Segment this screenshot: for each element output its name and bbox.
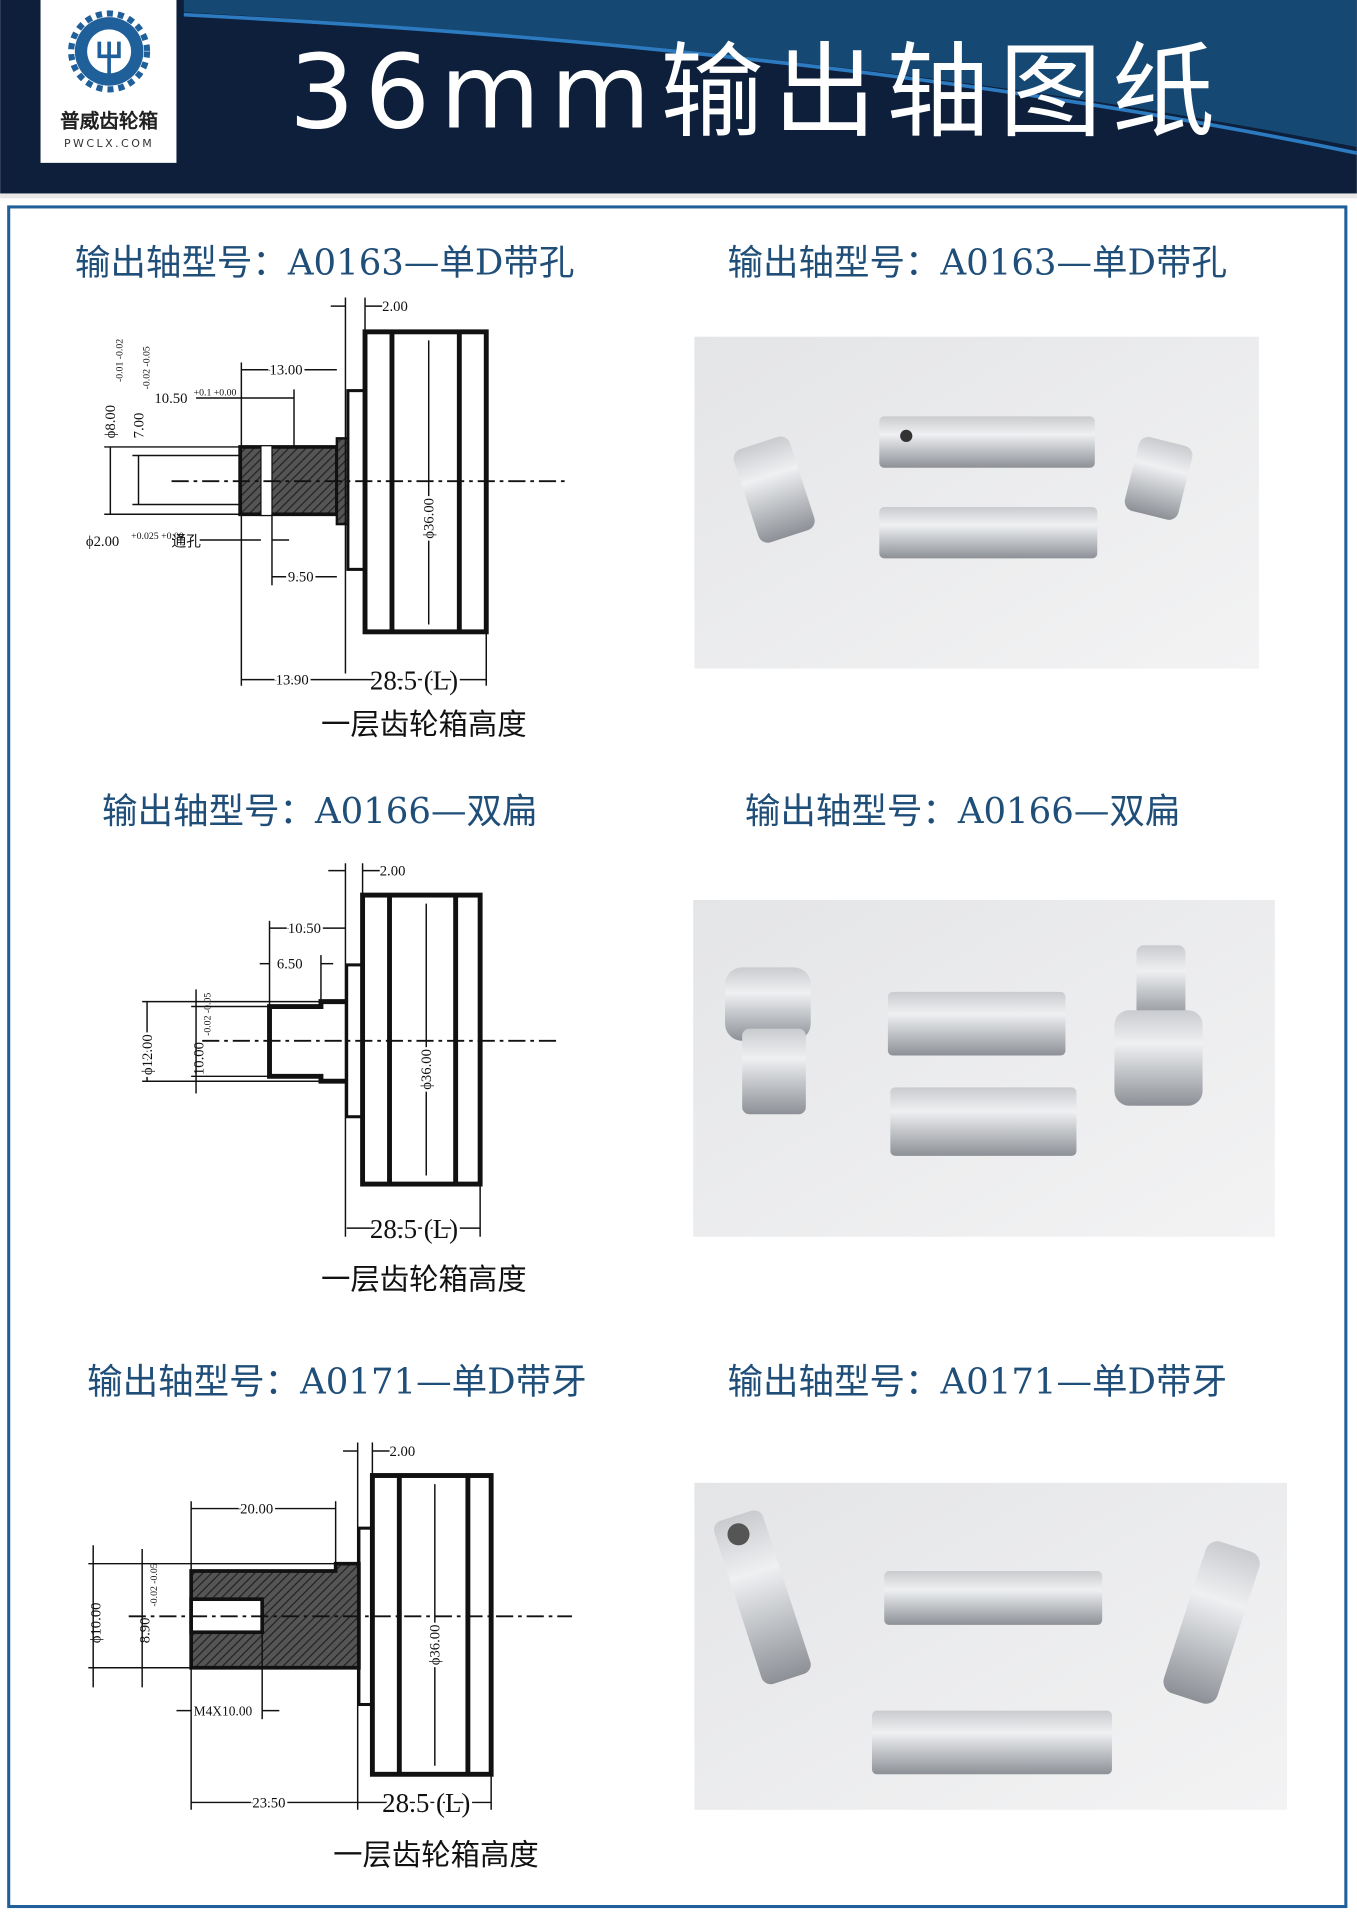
section-3-title-left: 输出轴型号：A0171—单D带牙	[87, 1361, 586, 1402]
section-1-title-right: 输出轴型号：A0163—单D带孔	[728, 242, 1227, 283]
section-3-title-right: 输出轴型号：A0171—单D带牙	[728, 1361, 1227, 1402]
dim-10-50: 10.50	[288, 921, 321, 937]
dim-phi-36: ϕ36.00	[428, 1625, 444, 1666]
dim-length: 28.5 (L)	[382, 1788, 470, 1818]
dim-7-00: 7.00	[131, 413, 147, 439]
caption: 一层齿轮箱高度	[333, 1838, 539, 1872]
drawing-a0163: 2.00 13.00 10.50 +0.1 +0.00 ϕ8.00 -0.01 …	[86, 297, 568, 742]
dim-m4x10: M4X10.00	[194, 1704, 253, 1719]
dim-phi-2-00: ϕ2.00	[86, 534, 119, 550]
through-hole-note: 通孔	[172, 533, 202, 550]
dim-phi-12-00: ϕ12.00	[140, 1034, 156, 1075]
drawing-a0166: ϕ12.00 10.00 -0.02 -0.05 2.00 10.50 6.50…	[138, 863, 560, 1296]
dim-6-50: 6.50	[277, 957, 303, 973]
page-title: 36mm输出轴图纸	[289, 33, 1215, 152]
section-2-title-left: 输出轴型号：A0166—双扁	[102, 791, 537, 832]
photo-a0166	[693, 900, 1275, 1237]
dim-length: 28.5 (L)	[370, 665, 458, 695]
dim-7-00-tol: -0.02 -0.05	[142, 346, 153, 389]
dim-phi-10-00: ϕ10.00	[89, 1602, 105, 1643]
content-frame	[7, 205, 1348, 1909]
dim-10-00: 10.00	[191, 1042, 207, 1075]
photo-a0171	[694, 1482, 1288, 1810]
logo-url: PWCLX.COM	[64, 137, 154, 150]
dim-phi-8-00: ϕ8.00	[103, 405, 119, 438]
dim-20-00: 20.00	[240, 1501, 273, 1517]
dim-8-90: 8.90	[138, 1618, 154, 1644]
dim-phi-36: ϕ36.00	[419, 1049, 435, 1090]
caption: 一层齿轮箱高度	[321, 708, 527, 742]
dim-phi-8-00-tol: -0.01 -0.02	[115, 339, 126, 382]
dim-10-50: 10.50	[154, 391, 187, 407]
drawing-a0171: ϕ10.00 8.90 -0.02 -0.05 20.00 M4X10.00 2…	[88, 1442, 572, 1872]
dim-10-50-tol: +0.1 +0.00	[194, 388, 237, 399]
dim-13-00: 13.00	[270, 363, 303, 379]
section-2-title-right: 输出轴型号：A0166—双扁	[745, 791, 1180, 832]
dim-phi-36: ϕ36.00	[422, 498, 438, 539]
logo: 普威齿轮箱 PWCLX.COM	[40, 0, 177, 163]
section-1-title-left: 输出轴型号：A0163—单D带孔	[75, 242, 574, 283]
dim-2-00: 2.00	[382, 299, 408, 315]
header-banner	[0, 0, 1357, 199]
dim-phi-2-00-tol: +0.025 +0.00	[131, 531, 184, 542]
photo-a0163	[694, 336, 1259, 669]
caption: 一层齿轮箱高度	[321, 1262, 527, 1296]
dim-9-50: 9.50	[288, 570, 314, 586]
dim-2-00: 2.00	[380, 864, 406, 880]
dim-10-00-tol: -0.02 -0.05	[203, 993, 214, 1036]
dim-length: 28.5 (L)	[370, 1214, 458, 1244]
dim-8-90-tol: -0.02 -0.05	[149, 1563, 160, 1606]
dim-13-90: 13.90	[276, 672, 309, 688]
logo-name: 普威齿轮箱	[60, 109, 158, 132]
dim-2-00: 2.00	[390, 1444, 416, 1460]
dim-23-50: 23.50	[252, 1795, 285, 1811]
